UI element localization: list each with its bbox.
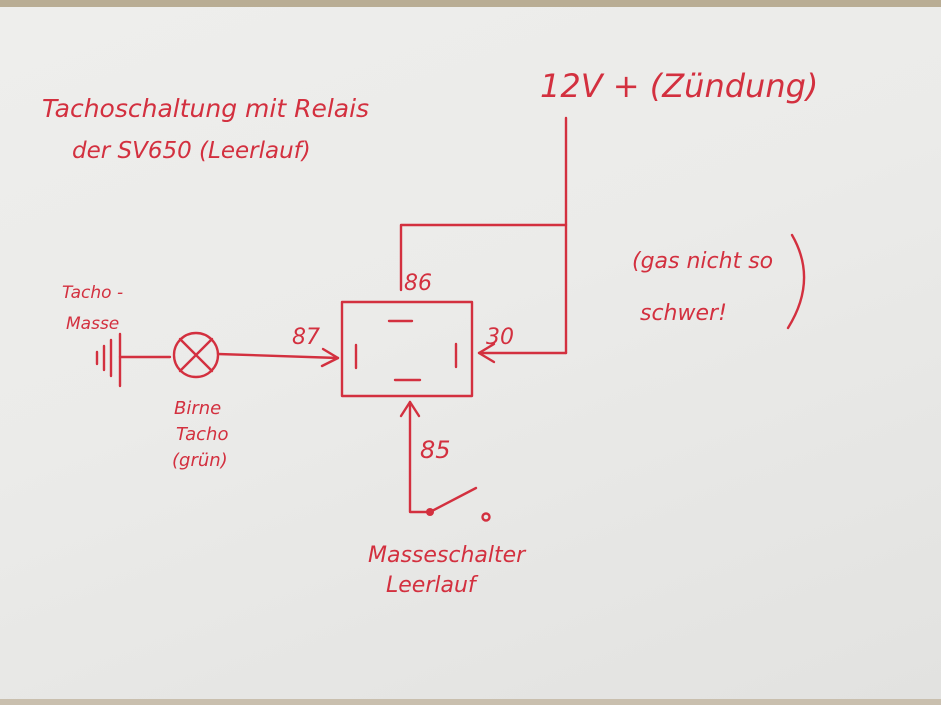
ground-label-line-1: Tacho -: [62, 283, 123, 303]
title-line-1: Tachoschaltung mit Relais: [42, 94, 369, 123]
relay-box: [340, 300, 474, 398]
arrow-87: [320, 347, 340, 368]
arrow-85: [399, 400, 421, 418]
switch-contact: [481, 512, 491, 522]
title-line-2: der SV650 (Leerlauf): [72, 138, 311, 164]
note-line-2: schwer!: [640, 301, 727, 326]
bulb-cross: [178, 337, 214, 373]
switch-lever: [428, 486, 478, 514]
wire-bulb-to-87: [216, 352, 340, 360]
ground-label-line-2: Masse: [66, 314, 119, 334]
arrow-30: [477, 342, 496, 364]
note-line-1: (gas nicht so: [632, 249, 773, 274]
switch-label-line-1: Masseschalter: [368, 543, 527, 568]
bulb-label-line-3: (grün): [172, 450, 228, 471]
wire-to-86: [399, 223, 568, 292]
pin-87-label: 87: [292, 325, 320, 350]
switch-label-line-2: Leerlauf: [386, 573, 479, 598]
bulb-label-line-1: Birne: [174, 398, 221, 419]
bulb-label-line-2: Tacho: [176, 424, 228, 445]
table-edge-top: [0, 0, 941, 7]
note-bracket: [786, 233, 806, 330]
pin-30-label: 30: [486, 325, 514, 350]
table-edge-bottom: [0, 699, 941, 705]
pin-86-label: 86: [404, 271, 432, 296]
supply-label: 12V + (Zündung): [540, 67, 818, 105]
wire-85-to-switch: [408, 400, 430, 514]
pin-85-label: 85: [420, 436, 451, 464]
